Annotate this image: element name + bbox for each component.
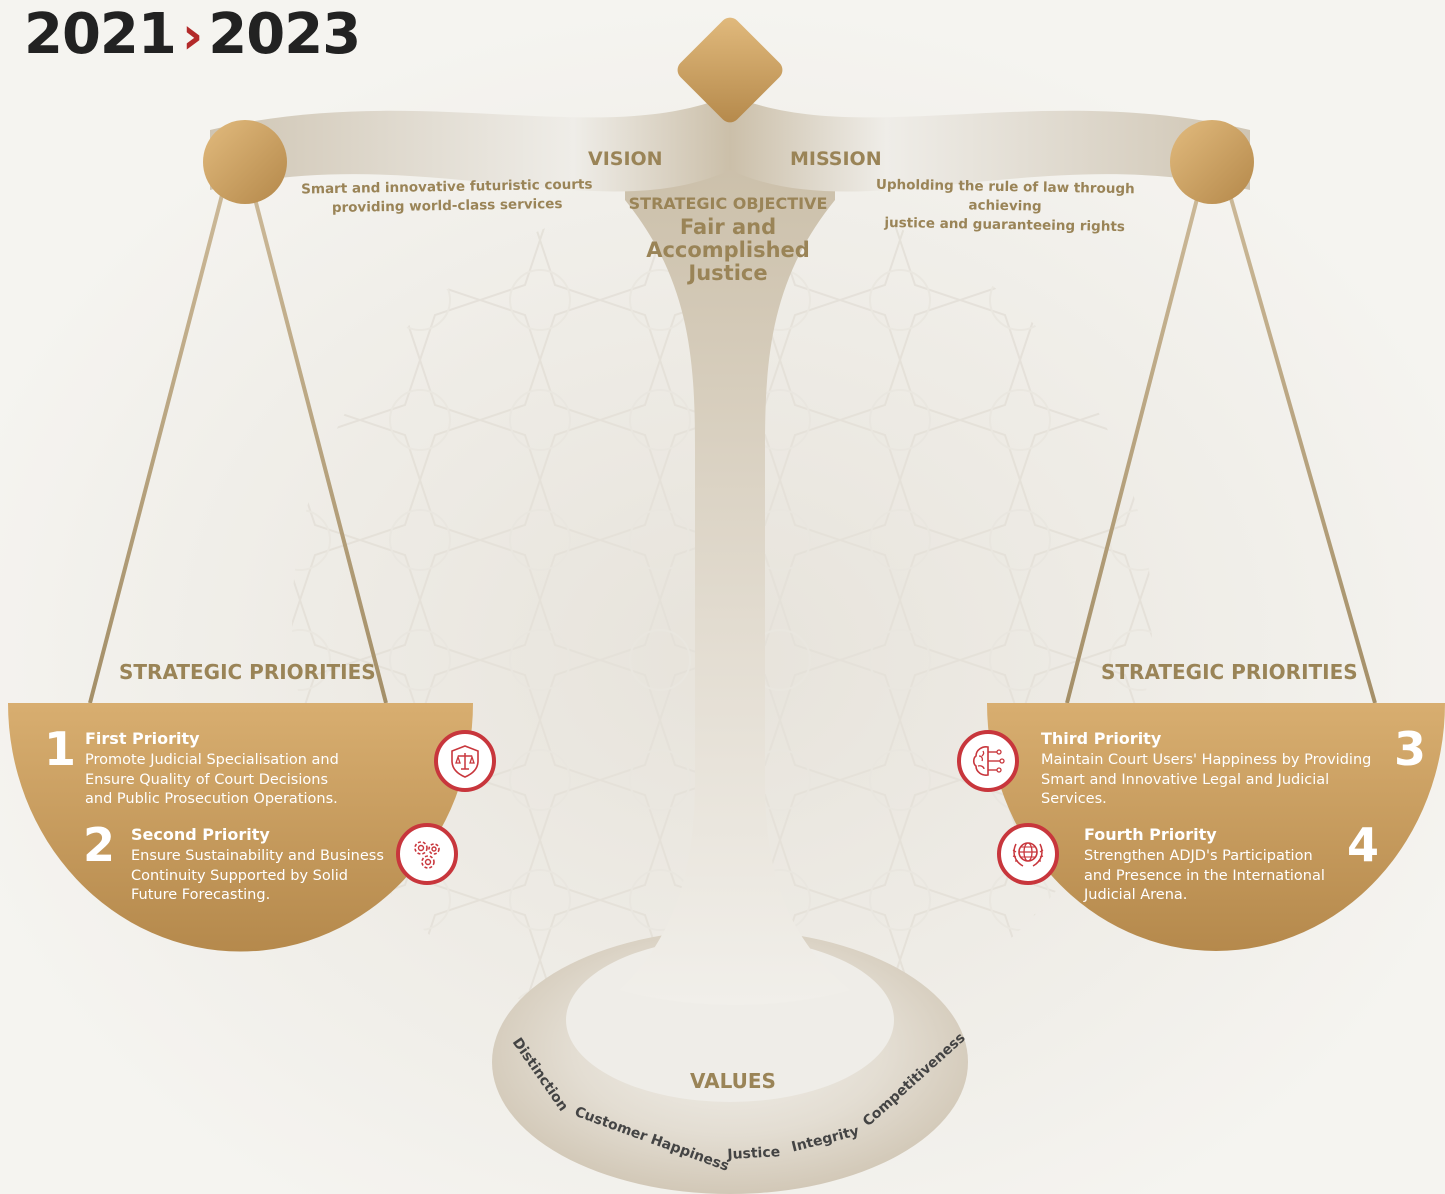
globe-laurel-icon — [1012, 842, 1044, 867]
value-justice: Justice — [727, 1144, 781, 1163]
priority-icon-badge — [396, 823, 458, 885]
strategic-objective-line: Justice — [688, 261, 768, 285]
left-chain-outer — [88, 194, 224, 704]
priority-number: 2 — [83, 818, 116, 872]
right-pan — [987, 703, 1445, 951]
priority-description-line: and Public Prosecution Operations. — [85, 791, 338, 807]
strategic-objective-line: Fair and — [679, 215, 777, 239]
priority-title: Second Priority — [131, 825, 270, 844]
pillar — [620, 150, 850, 1005]
priority-description-line: and Presence in the International — [1084, 867, 1325, 884]
year-start: 2021 — [24, 2, 177, 67]
priority-description-line: Promote Judicial Specialisation and — [85, 752, 339, 768]
gears-icon — [414, 841, 440, 869]
year-range-title: 2021›2023 — [24, 2, 361, 67]
priority-icon-badge — [434, 730, 496, 792]
priority-title: Third Priority — [1041, 729, 1162, 748]
priority-description: Promote Judicial Specialisation and Ensu… — [85, 751, 405, 810]
brain-circuit-icon — [972, 746, 1005, 776]
right-chain-inner — [1065, 194, 1200, 704]
strategic-objective-line: Accomplished — [646, 238, 810, 262]
priority-description-line: Judicial Arena. — [1084, 887, 1188, 903]
priority-description: Ensure Sustainability and Business Conti… — [131, 847, 391, 906]
vision-label: VISION — [588, 148, 663, 170]
values-heading: VALUES — [690, 1069, 776, 1093]
priority-number: 3 — [1394, 722, 1427, 776]
priority-title: First Priority — [85, 729, 200, 748]
year-end: 2023 — [208, 2, 361, 67]
priority-description-line: Ensure Sustainability and Business — [131, 848, 384, 864]
beam — [210, 95, 1250, 192]
priority-description-line: Smart and Innovative Legal and Judicial … — [1041, 771, 1330, 808]
chevron-right-icon: › — [181, 6, 203, 66]
mission-text-line: Upholding the rule of law through achiev… — [875, 176, 1135, 215]
mission-text: Upholding the rule of law through achiev… — [845, 175, 1166, 238]
left-knob — [203, 120, 287, 204]
priority-description: Maintain Court Users' Happiness by Provi… — [1041, 751, 1381, 810]
left-pan — [8, 703, 473, 952]
strategic-priorities-heading-left: STRATEGIC PRIORITIES — [119, 660, 376, 684]
priority-title: Fourth Priority — [1084, 825, 1217, 844]
scales-shield-icon — [451, 745, 479, 778]
priority-description-line: Future Forecasting. — [131, 887, 271, 903]
strategic-objective-text: Fair and Accomplished Justice — [618, 216, 838, 285]
right-knob — [1170, 120, 1254, 204]
priority-description-line: Maintain Court Users' Happiness by Provi… — [1041, 752, 1372, 768]
priority-description-line: Ensure Quality of Court Decisions — [85, 771, 329, 788]
priority-description-line: Continuity Supported by Solid — [131, 867, 348, 884]
priority-description: Strengthen ADJD's Participation and Pres… — [1084, 847, 1344, 906]
right-chain-outer — [1228, 194, 1377, 704]
pivot-diamond — [677, 17, 783, 123]
strategic-priorities-heading-right: STRATEGIC PRIORITIES — [1101, 660, 1358, 684]
strategic-objective-heading: STRATEGIC OBJECTIVE — [628, 194, 828, 213]
mission-label: MISSION — [790, 148, 882, 170]
priority-number: 1 — [44, 722, 77, 776]
priority-description-line: Strengthen ADJD's Participation — [1084, 848, 1313, 864]
priority-icon-badge — [997, 823, 1059, 885]
left-chain-inner — [252, 194, 388, 704]
priority-icon-badge — [957, 730, 1019, 792]
vision-text: Smart and innovative futuristic courts p… — [292, 175, 603, 218]
priority-number: 4 — [1347, 818, 1380, 872]
